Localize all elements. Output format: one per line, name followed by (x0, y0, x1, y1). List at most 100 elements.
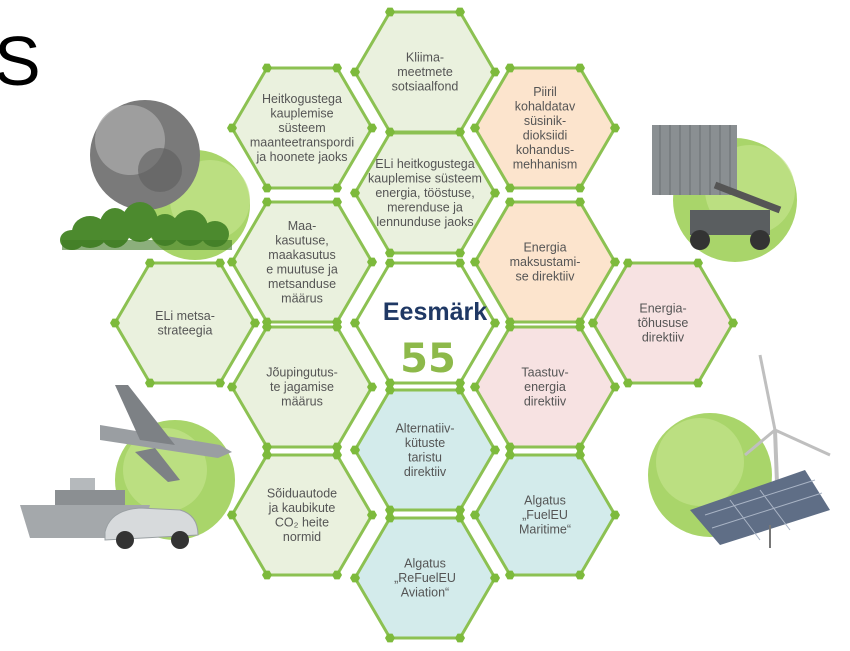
vertex-dot (350, 318, 360, 328)
vertex-dot (610, 382, 620, 392)
hex-label-line: ELi heitkogustega (375, 157, 474, 171)
vertex-dot (455, 7, 465, 17)
center-title: Eesmärk (383, 298, 487, 326)
vertex-dot (385, 248, 395, 258)
vertex-dot (455, 127, 465, 137)
hex-label-line: ja hoonete jaoks (255, 150, 347, 164)
vertex-dot (455, 513, 465, 523)
vertex-dot (227, 257, 237, 267)
vertex-dot (385, 127, 395, 137)
vertex-dot (332, 442, 342, 452)
hex-label-line: lennunduse jaoks (376, 215, 473, 229)
hex-label-line: merenduse ja (387, 201, 463, 215)
hex-label-line: Maa- (288, 219, 316, 233)
vertex-dot (575, 442, 585, 452)
hex-label-line: Energia (523, 241, 566, 255)
vertex-dot (470, 257, 480, 267)
center-goal: Eesmärk 55 (383, 298, 487, 382)
container-crane-illustration (652, 125, 797, 262)
hex-label-line: normid (283, 530, 321, 544)
hex-label-line: kütuste (405, 436, 445, 450)
vertex-dot (385, 258, 395, 268)
vertex-dot (455, 378, 465, 388)
vertex-dot (385, 385, 395, 395)
hex-label-line: meetmete (397, 65, 453, 79)
corner-letter: S (0, 22, 41, 100)
vertex-dot (332, 183, 342, 193)
hex-label-line: Kliima- (406, 51, 444, 65)
vertex-dot (262, 450, 272, 460)
vertex-dot (490, 188, 500, 198)
hex-label-line: e muutuse ja (266, 262, 338, 276)
vertex-dot (575, 570, 585, 580)
vertex-dot (575, 450, 585, 460)
vertex-dot (575, 63, 585, 73)
hex-heitkogused-transport: Heitkogustegakauplemisesüsteemmaanteetra… (230, 66, 374, 190)
vertex-dot (250, 318, 260, 328)
hex-label-line: kauplemise (270, 107, 333, 121)
vertex-dot (227, 123, 237, 133)
wind-solar-illustration (648, 354, 831, 548)
vertex-dot (227, 510, 237, 520)
vertex-dot (145, 378, 155, 388)
vertex-dot (367, 123, 377, 133)
vertex-dot (610, 510, 620, 520)
hex-label-line: süsteem (278, 121, 325, 135)
vertex-dot (367, 257, 377, 267)
hex-label-line: Energia- (639, 302, 686, 316)
hex-label-line: sotsiaalfond (392, 80, 459, 94)
hex-label-line: Maritime“ (519, 523, 571, 537)
hex-label-line: mehhanism (513, 157, 578, 171)
hex-label-line: energia, tööstuse, (375, 186, 474, 200)
hex-label-line: Algatus (404, 557, 446, 571)
vertex-dot (350, 573, 360, 583)
vertex-dot (505, 197, 515, 207)
vertex-dot (215, 378, 225, 388)
hex-label-line: maanteetranspordi (250, 136, 354, 150)
vertex-dot (350, 188, 360, 198)
vertex-dot (623, 258, 633, 268)
vertex-dot (470, 382, 480, 392)
vertex-dot (455, 385, 465, 395)
vertex-dot (262, 570, 272, 580)
vertex-dot (262, 63, 272, 73)
vertex-dot (367, 510, 377, 520)
vertex-dot (575, 322, 585, 332)
vertex-dot (350, 445, 360, 455)
hex-label-line: taristu (408, 450, 442, 464)
vertex-dot (505, 570, 515, 580)
hex-piiril: Piirilkohaldatavsüsinik-dioksiidikohandu… (473, 66, 617, 190)
hex-label-line: strateegia (158, 323, 213, 337)
vertex-dot (490, 67, 500, 77)
hex-label-line: ja kaubikute (268, 501, 336, 515)
vertex-dot (455, 248, 465, 258)
hex-label-line: direktiiv (524, 395, 567, 409)
hex-label-line: direktiiv (404, 465, 447, 479)
hex-label-line: Alternatiiv- (395, 421, 454, 435)
hex-label-line: Jõupingutus- (266, 366, 338, 380)
vertex-dot (728, 318, 738, 328)
hex-metsastrateegia: ELi metsa-strateegia (113, 261, 257, 385)
vertex-dot (455, 633, 465, 643)
hex-label-line: maksustami- (510, 255, 581, 269)
vertex-dot (227, 382, 237, 392)
hex-label-line: Aviation“ (401, 586, 449, 600)
hex-label-line: „ReFuelEU (394, 571, 456, 585)
vertex-dot (610, 123, 620, 133)
vertex-dot (332, 322, 342, 332)
vertex-dot (470, 123, 480, 133)
hex-label-line: metsanduse (268, 277, 336, 291)
globe-forest-illustration (60, 100, 250, 260)
hex-label-line: kauplemise süsteem (368, 172, 482, 186)
hex-label-line: Heitkogustega (262, 92, 342, 106)
vertex-dot (385, 633, 395, 643)
hex-label-line: „FuelEU (522, 508, 568, 522)
vertex-dot (455, 258, 465, 268)
hex-label-line: Algatus (524, 494, 566, 508)
hex-label-line: te jagamise (270, 380, 334, 394)
